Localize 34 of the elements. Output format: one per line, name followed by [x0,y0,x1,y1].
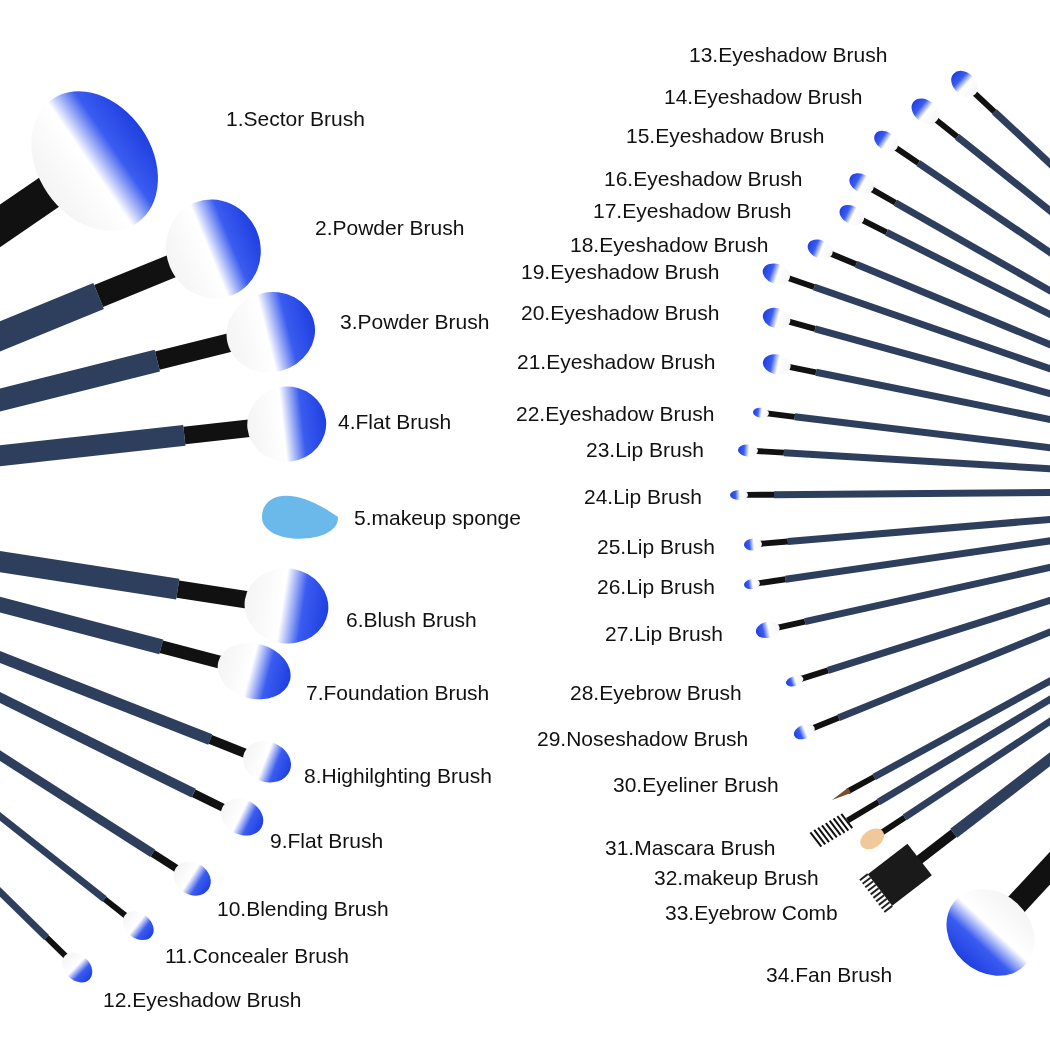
brush-label: 14.Eyeshadow Brush [664,85,863,109]
brush-label: 23.Lip Brush [586,438,704,462]
brush-label: 25.Lip Brush [597,535,715,559]
brush-label: 19.Eyeshadow Brush [521,260,720,284]
brush-label: 21.Eyeshadow Brush [517,350,716,374]
brush-label: 17.Eyeshadow Brush [593,199,792,223]
brush-label: 1.Sector Brush [226,107,365,131]
brush-label: 34.Fan Brush [766,963,893,987]
brush-label: 33.Eyebrow Comb [665,901,838,925]
brush-label: 32.makeup Brush [654,866,819,890]
brush-label: 31.Mascara Brush [605,836,776,860]
brush-label: 6.Blush Brush [346,608,477,632]
brush-label: 27.Lip Brush [605,622,723,646]
brush-label: 29.Noseshadow Brush [537,727,749,751]
brush-label: 26.Lip Brush [597,575,715,599]
brush-label: 30.Eyeliner Brush [613,773,779,797]
brush-label: 3.Powder Brush [340,310,490,334]
brush-label: 20.Eyeshadow Brush [521,301,720,325]
brush-label: 15.Eyeshadow Brush [626,124,825,148]
brush-label: 2.Powder Brush [315,216,465,240]
brush-label: 12.Eyeshadow Brush [103,988,302,1012]
brush-label: 18.Eyeshadow Brush [570,233,769,257]
brush-label: 22.Eyeshadow Brush [516,402,715,426]
brush-label: 9.Flat Brush [270,829,384,853]
brush-label: 10.Blending Brush [217,897,389,921]
brush-label: 4.Flat Brush [338,410,452,434]
brush-label: 24.Lip Brush [584,485,702,509]
brush-label: 16.Eyeshadow Brush [604,167,803,191]
brush-label: 13.Eyeshadow Brush [689,43,888,67]
brush-label: 8.Highilghting Brush [304,764,492,788]
brush-label: 11.Concealer Brush [165,944,350,968]
brush-label: 28.Eyebrow Brush [570,681,742,705]
brush-label: 7.Foundation Brush [306,681,490,705]
brush-label: 5.makeup sponge [354,506,521,530]
